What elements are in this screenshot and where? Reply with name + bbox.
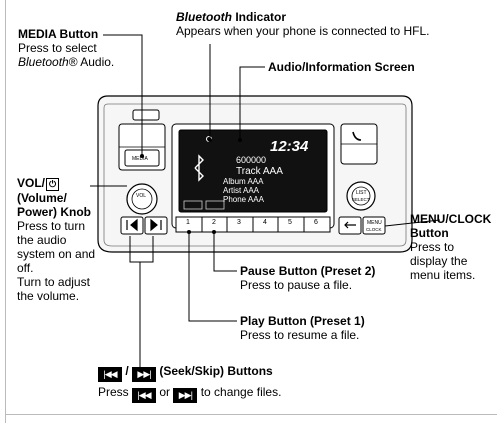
seek-back-icon-inline: |◀◀ [98, 367, 122, 382]
seek-fwd-icon [150, 218, 162, 232]
seek-buttons-callout: |◀◀ / ▶▶| (Seek/Skip) Buttons Press |◀◀ … [98, 364, 281, 403]
vol-knob-label: VOL [136, 193, 147, 199]
vol-knob-inner [131, 188, 153, 210]
phone-icon [352, 131, 362, 141]
list-label: LIST [356, 190, 367, 196]
preset-button-row [175, 216, 331, 233]
screen-frequency: 600000 [236, 155, 267, 165]
preset-1[interactable]: 1 [186, 219, 190, 226]
seek-fwd-icon-inline: ▶▶| [132, 367, 157, 382]
preset-4[interactable]: 4 [263, 219, 267, 226]
bluetooth-screen-icon [194, 154, 204, 182]
page-border-left [5, 0, 6, 423]
screen-track: Track AAA [236, 166, 283, 177]
vol-knob-callout: VOL/⏻ (Volume/ Power) Knob Press to turn… [17, 176, 96, 303]
media-button-callout: MEDIA Button Press to select Bluetooth® … [18, 27, 115, 69]
audio-screen-callout: Audio/Information Screen [268, 60, 415, 74]
preset-3[interactable]: 3 [237, 219, 241, 226]
audio-screen [178, 129, 328, 213]
preset-6[interactable]: 6 [314, 219, 318, 226]
preset-2[interactable]: 2 [212, 219, 216, 226]
preset-5[interactable]: 5 [288, 219, 292, 226]
screen-play-tab [183, 200, 203, 210]
seek-fwd-icon-inline-2: ▶▶| [173, 388, 198, 403]
seek-back-icon-inline-2: |◀◀ [132, 388, 157, 403]
menu-label: MENU [367, 220, 382, 226]
screen-phone: Phone AAA [223, 195, 264, 204]
screen-time: 12:34 [270, 138, 309, 155]
back-icon [344, 221, 356, 229]
clock-label: CLOCK [366, 227, 382, 232]
play-button-callout: Play Button (Preset 1) Press to resume a… [240, 314, 365, 342]
select-knob-inner [351, 186, 371, 206]
screen-artist: Artist AAA [223, 186, 260, 195]
leader-lines [90, 34, 441, 373]
bluetooth-indicator-callout: Bluetooth Indicator Appears when your ph… [176, 10, 430, 38]
screen-pause-tab [205, 200, 225, 210]
media-button-label: MEDIA [132, 156, 148, 162]
select-label: SELECT [352, 197, 370, 202]
unit-inner-bezel [103, 103, 407, 247]
power-icon: ⏻ [46, 178, 60, 191]
seek-back-icon [126, 218, 138, 232]
menu-clock-callout: MENU/CLOCK Button Press to display the m… [410, 212, 492, 282]
page-border-bottom [5, 414, 497, 415]
pause-button-callout: Pause Button (Preset 2) Press to pause a… [240, 264, 376, 292]
top-small-button [132, 109, 160, 121]
screen-album: Album AAA [223, 177, 264, 186]
